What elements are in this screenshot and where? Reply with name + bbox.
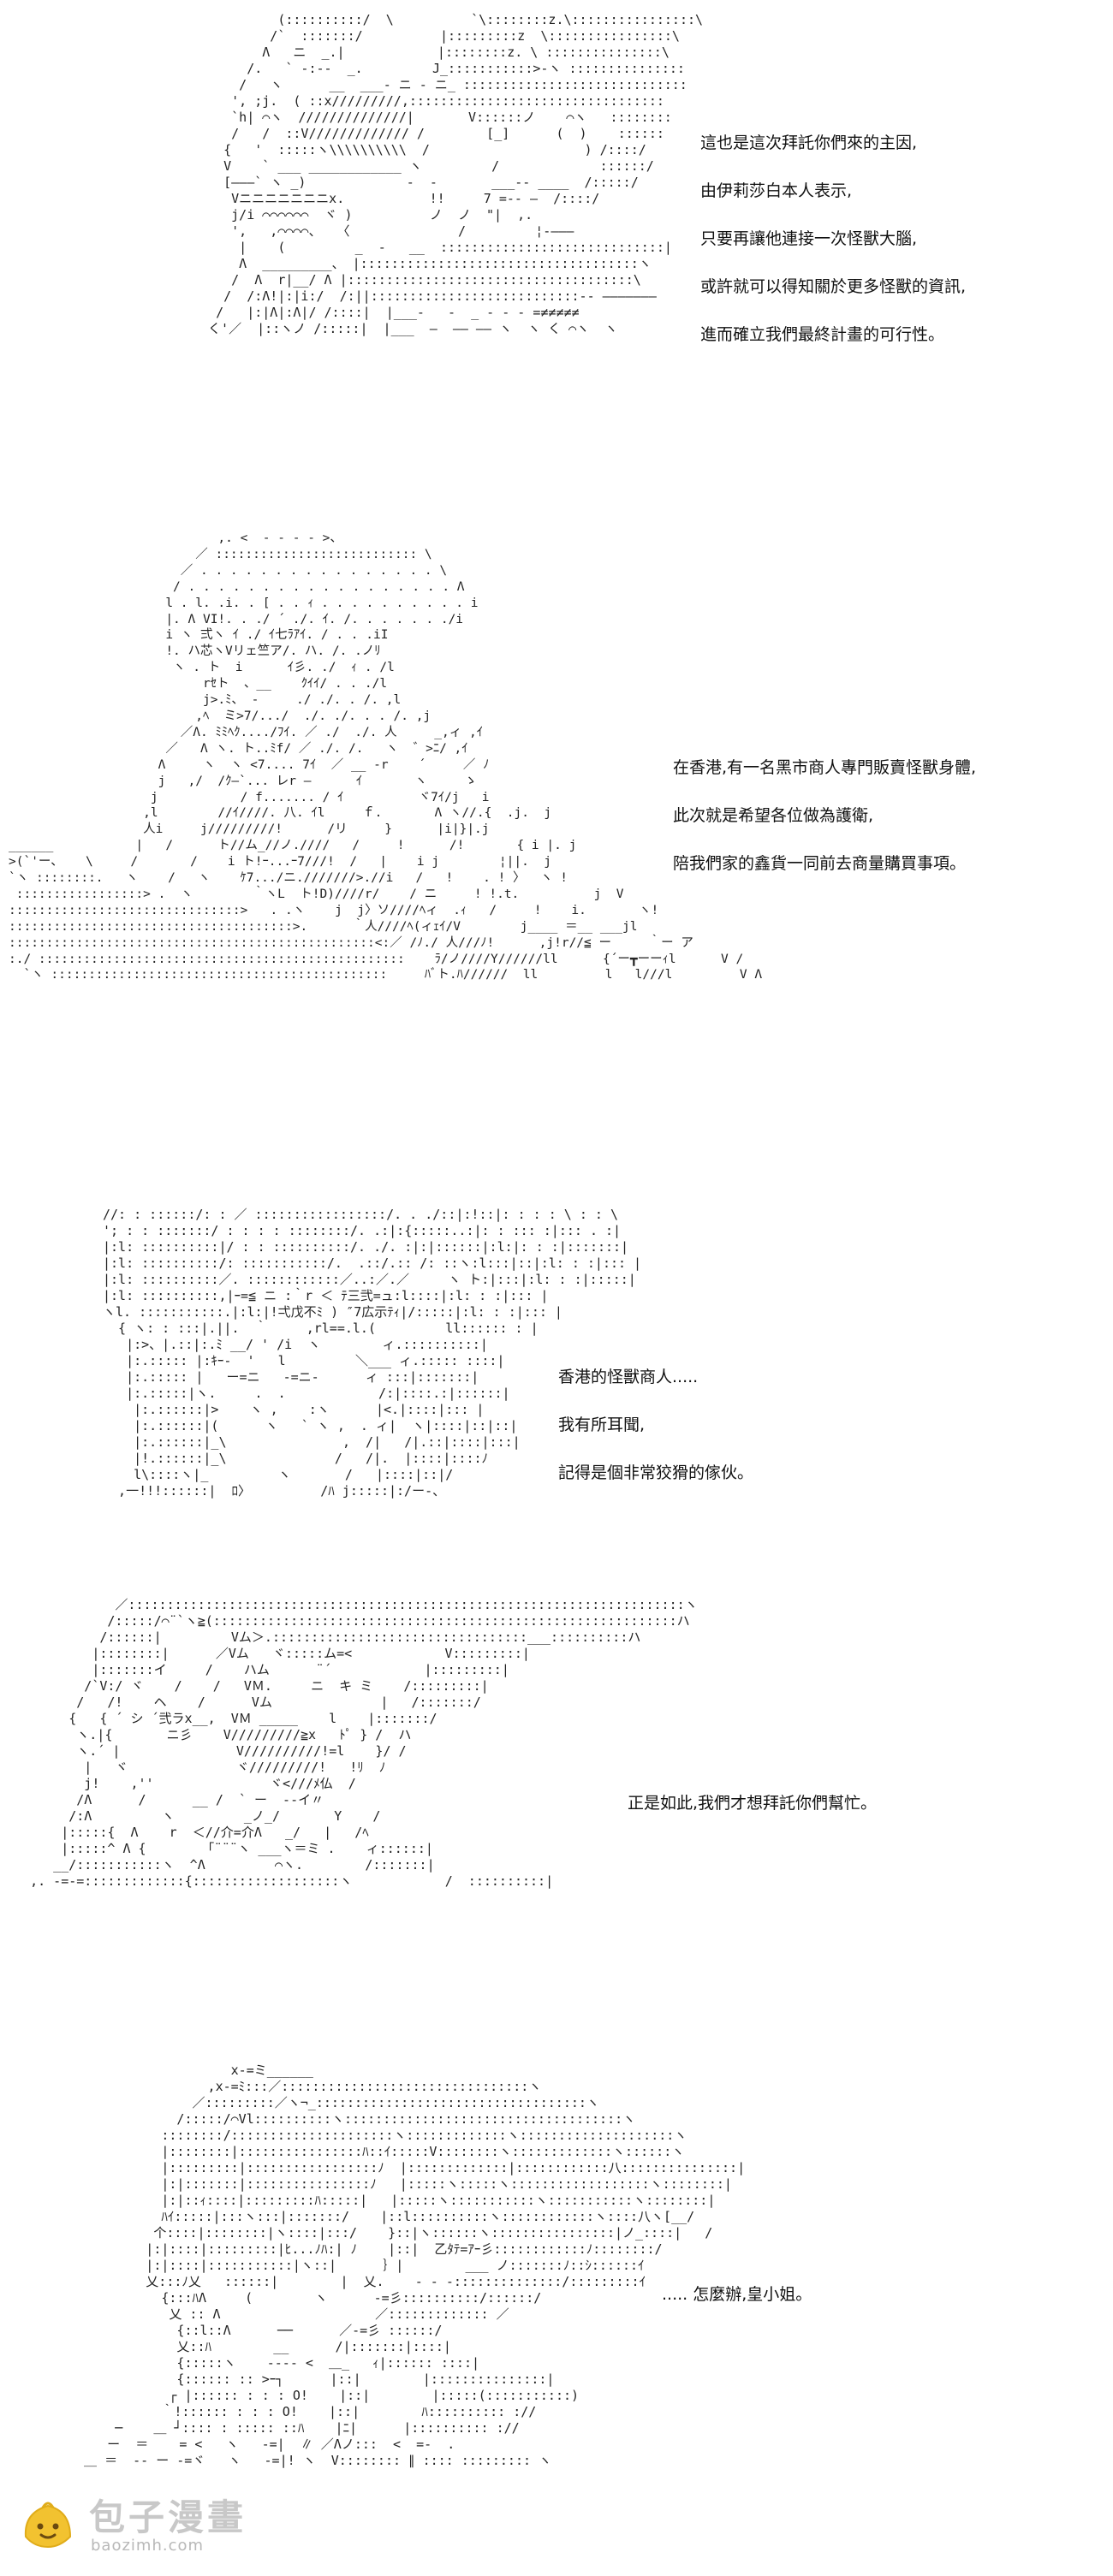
dialogue-line: 香港的怪獸商人..... — [558, 1368, 699, 1386]
panel-2: ,. < ‐ ‐ ‐ ‐ >、 ／ ::::::::::::::::::::::… — [0, 522, 1113, 1181]
dialogue-panel-1: 這也是這次拜託你們來的主因, 由伊莉莎白本人表示, 只要再讓他連接一次怪獸大腦,… — [700, 132, 966, 371]
dialogue-panel-4: 正是如此,我們才想拜託你們幫忙。 — [628, 1792, 877, 1840]
dialogue-line: 此次就是希望各位做為護衛, — [673, 806, 874, 825]
dialogue-line: 記得是個非常狡猾的傢伙。 — [558, 1463, 754, 1482]
dialogue-line: 這也是這次拜託你們來的主因, — [700, 134, 918, 152]
dialogue-line: 陪我們家的鑫貨一同前去商量購買事項。 — [673, 854, 967, 873]
dialogue-line: 在香港,有一名黑市商人專門販賣怪獸身體, — [673, 758, 977, 777]
bun-mascot-icon — [24, 2502, 72, 2549]
dialogue-panel-2: 在香港,有一名黑市商人專門販賣怪獸身體, 此次就是希望各位做為護衛, 陪我們家的… — [673, 757, 976, 900]
dialogue-panel-3: 香港的怪獸商人..... 我有所耳聞, 記得是個非常狡猾的傢伙。 — [558, 1366, 753, 1510]
watermark-url: baozimh.com — [91, 2537, 205, 2555]
ascii-art-panel-2: ,. < ‐ ‐ ‐ ‐ >、 ／ ::::::::::::::::::::::… — [9, 531, 763, 982]
dialogue-line: 正是如此,我們才想拜託你們幫忙。 — [628, 1794, 878, 1813]
dialogue-panel-5: ..... 怎麼辦,皇小姐。 — [662, 2283, 812, 2331]
dialogue-line: 或許就可以得知關於更多怪獸的資訊, — [700, 277, 967, 296]
watermark-title: 包子漫畫 — [89, 2496, 247, 2538]
ascii-art-panel-3: //: : ::::::/: : ／ :::::::::::::::::/. .… — [103, 1207, 642, 1499]
dialogue-line: 由伊莉莎白本人表示, — [700, 181, 853, 200]
dialogue-line: 進而確立我們最終計畫的可行性。 — [700, 325, 945, 344]
panel-1: (::::::::::/ \ `\::::::::z.\::::::::::::… — [0, 0, 1113, 505]
dialogue-line: 只要再讓他連接一次怪獸大腦, — [700, 229, 918, 248]
ascii-art-panel-5: x‐=ミ______ ,x‐=ﾐ:::／::::::::::::::::::::… — [84, 2063, 746, 2468]
site-watermark: 包子漫畫 baozimh.com — [17, 2489, 300, 2566]
ascii-art-panel-1: (::::::::::/ \ `\::::::::z.\::::::::::::… — [208, 12, 704, 336]
panel-5: x‐=ミ______ ,x‐=ﾐ:::／::::::::::::::::::::… — [0, 2054, 1113, 2576]
dialogue-line: ..... 怎麼辦,皇小姐。 — [662, 2285, 812, 2304]
ascii-art-panel-4: ／:::::::::::::::::::::::::::::::::::::::… — [30, 1597, 698, 1889]
dialogue-line: 我有所耳聞, — [558, 1416, 646, 1434]
panel-4: ／:::::::::::::::::::::::::::::::::::::::… — [0, 1588, 1113, 2051]
panel-3: //: : ::::::/: : ／ :::::::::::::::::/. .… — [0, 1198, 1113, 1575]
